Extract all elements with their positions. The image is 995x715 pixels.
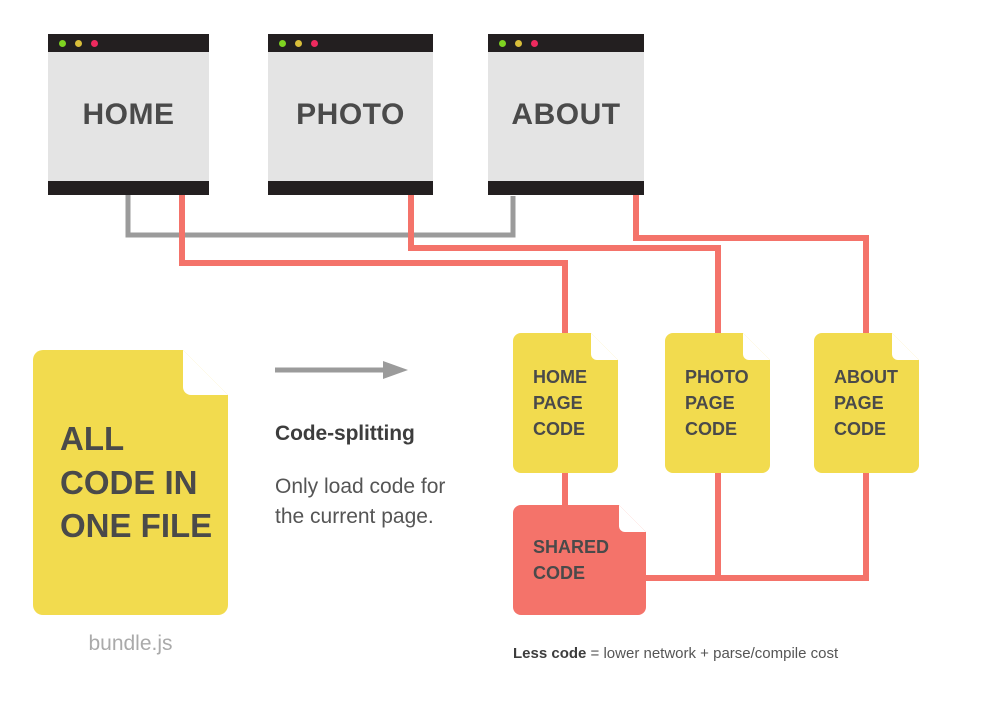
page-code-line-3: CODE xyxy=(533,419,586,440)
browser-titlebar xyxy=(268,34,433,52)
wire-red-about-page xyxy=(633,195,869,334)
shared-code-file-shape xyxy=(513,505,646,615)
bundle-filename-caption: bundle.js xyxy=(88,632,173,655)
page-code-line-2: PAGE xyxy=(685,392,735,413)
browser-statusbar xyxy=(48,181,209,195)
code-splitting-description: Only load code for the current page. xyxy=(275,475,446,528)
browser-window-home[interactable]: HOME xyxy=(48,34,209,195)
browser-titlebar xyxy=(48,34,209,52)
traffic-light-red-icon xyxy=(91,40,98,47)
traffic-light-yellow-icon xyxy=(515,40,522,47)
shared-code-line-1: SHARED xyxy=(533,536,610,557)
wire-red-photo-page xyxy=(408,195,721,334)
traffic-light-green-icon xyxy=(499,40,506,47)
page-code-line-1: HOME xyxy=(533,366,587,387)
bundle-line-1: ALL xyxy=(60,420,125,458)
browser-page-title-about: ABOUT xyxy=(511,97,621,131)
shared-code-label: SHARED CODE xyxy=(513,505,646,615)
bottom-summary-note: Less code = lower network + parse/compil… xyxy=(513,645,838,662)
page-code-card-photo[interactable]: PHOTO PAGE CODE xyxy=(665,333,770,473)
browser-page-title-home: HOME xyxy=(82,97,175,131)
page-code-line-2: PAGE xyxy=(533,392,583,413)
shared-code-card[interactable]: SHARED CODE xyxy=(513,505,646,615)
page-code-line-1: ABOUT xyxy=(834,366,898,387)
browser-statusbar xyxy=(268,181,433,195)
page-code-line-1: PHOTO xyxy=(685,366,749,387)
traffic-light-green-icon xyxy=(279,40,286,47)
browser-page-title-photo: PHOTO xyxy=(296,97,405,131)
bundle-file-shape xyxy=(33,350,228,615)
bottom-note-rest: = lower network + parse/compile cost xyxy=(586,645,839,662)
wire-gray-home-about xyxy=(125,195,516,238)
shared-code-line-2: CODE xyxy=(533,563,586,583)
traffic-light-green-icon xyxy=(59,40,66,47)
page-code-card-about[interactable]: ABOUT PAGE CODE xyxy=(814,333,919,473)
traffic-light-red-icon xyxy=(311,40,318,47)
bundle-line-2: CODE IN xyxy=(60,463,198,501)
page-code-label: ABOUT PAGE CODE xyxy=(814,333,919,473)
code-splitting-explainer: Code-splitting Only load code for the cu… xyxy=(275,360,475,532)
page-code-line-3: CODE xyxy=(685,419,738,440)
page-code-card-home[interactable]: HOME PAGE CODE xyxy=(513,333,618,473)
page-code-line-2: PAGE xyxy=(834,392,884,413)
traffic-light-yellow-icon xyxy=(295,40,302,47)
page-code-label: HOME PAGE CODE xyxy=(513,333,618,473)
browser-window-photo[interactable]: PHOTO xyxy=(268,34,433,195)
browser-titlebar xyxy=(488,34,644,52)
page-code-file-shape xyxy=(665,333,770,473)
bundle-line-3: ONE FILE xyxy=(60,507,213,545)
browser-window-about[interactable]: ABOUT xyxy=(488,34,644,195)
page-code-label: PHOTO PAGE CODE xyxy=(665,333,770,473)
traffic-light-yellow-icon xyxy=(75,40,82,47)
bundle-file-card[interactable]: ALL CODE IN ONE FILE xyxy=(33,350,228,615)
arrow-right-icon xyxy=(275,361,408,379)
wire-red-home-page xyxy=(179,195,568,334)
page-code-file-shape xyxy=(814,333,919,473)
browser-statusbar xyxy=(488,181,644,195)
traffic-light-red-icon xyxy=(531,40,538,47)
bottom-note-emphasis: Less code xyxy=(513,645,587,662)
code-splitting-title: Code-splitting xyxy=(275,422,415,445)
page-code-file-shape xyxy=(513,333,618,473)
bundle-file-label: ALL CODE IN ONE FILE xyxy=(33,350,228,615)
page-code-line-3: CODE xyxy=(834,419,887,440)
